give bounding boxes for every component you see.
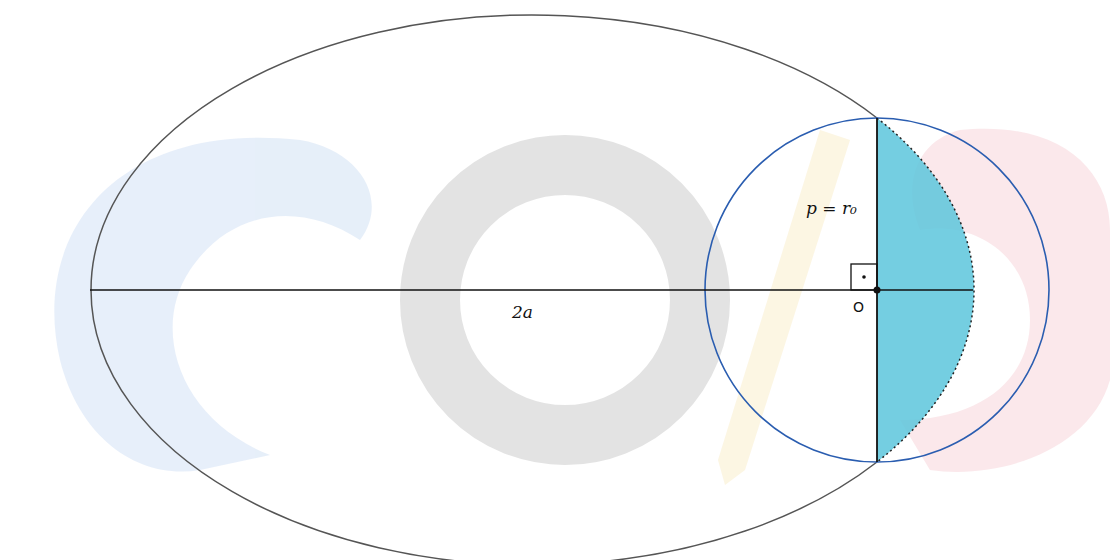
right-angle-mark <box>851 264 877 290</box>
chord-label: p = r₀ <box>806 200 857 217</box>
point-label: O <box>853 300 864 314</box>
axis-label: 2a <box>512 304 533 321</box>
watermark-pencil <box>718 130 850 485</box>
focus-point <box>874 287 881 294</box>
right-angle-dot <box>862 275 866 279</box>
watermark-grey <box>430 165 700 435</box>
watermark-blue <box>54 138 371 472</box>
major-axis <box>90 289 973 291</box>
ellipse <box>91 15 877 560</box>
